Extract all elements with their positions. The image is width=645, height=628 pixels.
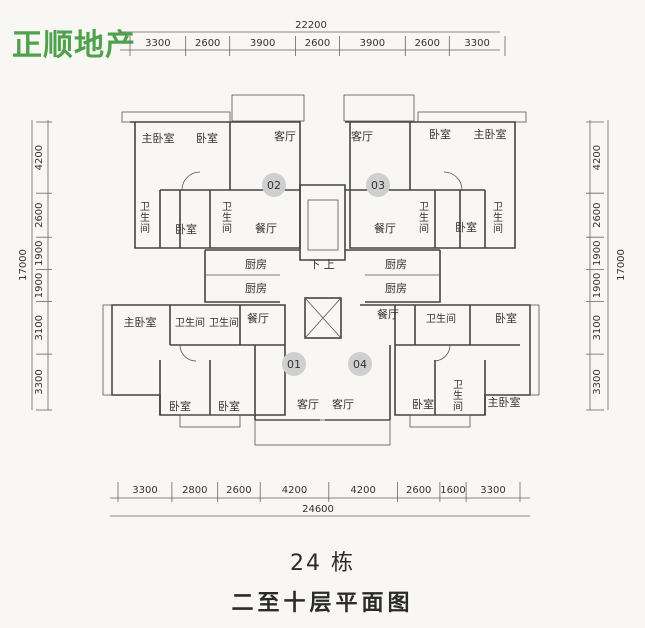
room-master-bedroom: 主卧室 <box>474 127 507 141</box>
room-dining: 餐厅 <box>255 221 277 235</box>
right-total-label: 17000 <box>616 249 627 281</box>
room-living: 客厅 <box>297 397 319 411</box>
room-bedroom: 卧室 <box>495 311 517 325</box>
room-kitchen: 厨房 <box>385 282 407 295</box>
bottom-segment-label: 4200 <box>282 485 307 496</box>
room-kitchen: 厨房 <box>245 282 267 295</box>
room-bathroom-stacked: 卫生间 <box>222 202 232 235</box>
floors-caption: 二至十层平面图 <box>231 591 414 616</box>
room-stair: 下 上 <box>309 258 335 271</box>
bottom-segment-label: 2800 <box>182 485 207 496</box>
top-segment-label: 3900 <box>360 38 385 49</box>
bottom-total-label: 24600 <box>302 504 334 515</box>
room-living: 客厅 <box>351 129 373 143</box>
bottom-segment-label: 3300 <box>132 485 157 496</box>
left-segment-label: 3300 <box>34 369 45 394</box>
right-segment-label: 3300 <box>592 369 603 394</box>
room-bathroom-stacked: 卫生间 <box>453 380 463 413</box>
room-bedroom: 卧室 <box>218 399 240 413</box>
top-segment-label: 2600 <box>415 38 440 49</box>
room-labels: 主卧室 卧室 客厅 客厅 卧室 主卧室 卧室 餐厅 餐厅 卧室 厨房 厨房 厨房… <box>124 127 521 413</box>
bottom-segment-label: 4200 <box>350 485 375 496</box>
left-segment-label: 1900 <box>34 241 45 266</box>
bottom-segment-label: 1600 <box>440 485 465 496</box>
top-segment-label: 3300 <box>145 38 170 49</box>
room-dining: 餐厅 <box>377 307 399 321</box>
room-dining: 餐厅 <box>374 221 396 235</box>
room-dining: 餐厅 <box>247 311 269 325</box>
right-segment-label: 2600 <box>592 202 603 227</box>
room-master-bedroom: 主卧室 <box>488 395 521 409</box>
unit-label-03: 03 <box>371 179 385 192</box>
room-kitchen: 厨房 <box>245 258 267 271</box>
right-segment-label: 4200 <box>592 145 603 170</box>
room-bathroom-inline: 卫生间 <box>426 312 456 325</box>
room-bathroom-stacked: 卫生间 <box>493 202 503 235</box>
right-segment-label: 1900 <box>592 241 603 266</box>
room-bedroom: 卧室 <box>412 397 434 411</box>
room-bedroom: 卧室 <box>429 127 451 141</box>
left-dimension-chain: 4200 2600 1900 1900 3100 3300 17000 <box>18 120 52 411</box>
right-dimension-chain: 4200 2600 1900 1900 3100 3300 17000 <box>586 120 627 411</box>
bottom-segment-label: 2600 <box>226 485 251 496</box>
left-segment-label: 3100 <box>34 315 45 340</box>
top-segment-label: 3300 <box>464 38 489 49</box>
room-bedroom: 卧室 <box>175 222 197 236</box>
building-caption: 24 栋 <box>290 551 355 576</box>
room-bedroom: 卧室 <box>169 399 191 413</box>
building-walls <box>102 94 540 446</box>
unit-label-01: 01 <box>287 358 301 371</box>
room-bathroom-inline: 卫生间 <box>209 316 239 329</box>
bottom-segment-label: 3300 <box>480 485 505 496</box>
bottom-dimension-chain: 3300 2800 2600 4200 4200 2600 1600 3300 24600 <box>110 482 530 517</box>
unit-markers: 02 03 01 04 <box>262 173 390 376</box>
room-bathroom-stacked: 卫生间 <box>140 202 150 235</box>
left-total-label: 17000 <box>18 249 29 281</box>
brand-logo-text: 正顺地产 <box>12 28 136 63</box>
room-living: 客厅 <box>274 129 296 143</box>
left-segment-label: 2600 <box>34 202 45 227</box>
room-master-bedroom: 主卧室 <box>124 315 157 329</box>
room-bathroom-stacked: 卫生间 <box>419 202 429 235</box>
top-dimension-chain: 22200 3300 2600 3900 2600 3900 2600 3300 <box>120 20 506 56</box>
room-living: 客厅 <box>332 397 354 411</box>
unit-label-02: 02 <box>267 179 281 192</box>
room-bathroom-inline: 卫生间 <box>175 316 205 329</box>
room-master-bedroom: 主卧室 <box>142 131 175 145</box>
top-segment-label: 3900 <box>250 38 275 49</box>
top-segment-label: 2600 <box>305 38 330 49</box>
room-bedroom: 卧室 <box>455 220 477 234</box>
right-segment-label: 3100 <box>592 315 603 340</box>
unit-label-04: 04 <box>353 358 367 371</box>
room-kitchen: 厨房 <box>385 258 407 271</box>
room-bedroom: 卧室 <box>196 131 218 145</box>
bottom-segment-label: 2600 <box>406 485 431 496</box>
right-segment-label: 1900 <box>592 273 603 298</box>
top-total-label: 22200 <box>295 20 327 31</box>
left-segment-label: 1900 <box>34 273 45 298</box>
top-segment-label: 2600 <box>195 38 220 49</box>
left-segment-label: 4200 <box>34 145 45 170</box>
